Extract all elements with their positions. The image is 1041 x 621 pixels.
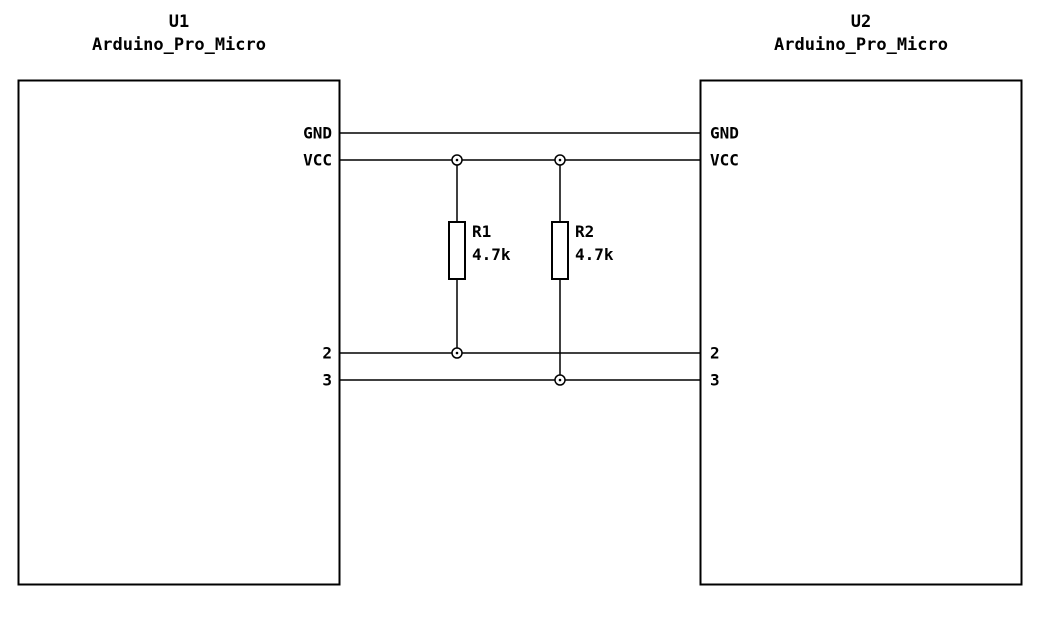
resistor-r2-ref: R2 [575,222,594,241]
resistor-r1-value: 4.7k [472,245,511,264]
u1-pin-label-vcc: VCC [303,151,332,170]
u2-pin-label-3: 3 [710,371,720,390]
resistor-r1-body [448,221,466,280]
u1-pin-label-2: 2 [322,344,332,363]
component-u2-body [699,79,1023,586]
junction-r2-pin3 [554,374,566,386]
component-u1-ref: U1 [169,12,189,32]
junction-r1-vcc [451,154,463,166]
junction-r1-pin2 [451,347,463,359]
component-u1-body [17,79,341,586]
component-u1-value: Arduino_Pro_Micro [92,35,266,55]
junction-r2-vcc [554,154,566,166]
resistor-r1-ref: R1 [472,222,491,241]
resistor-r2-value: 4.7k [575,245,614,264]
u1-pin-label-3: 3 [322,371,332,390]
component-u2-value: Arduino_Pro_Micro [774,35,948,55]
component-u2-ref: U2 [851,12,871,32]
u2-pin-label-vcc: VCC [710,151,739,170]
u2-pin-label-gnd: GND [710,124,739,143]
u2-pin-label-2: 2 [710,344,720,363]
resistor-r2-body [551,221,569,280]
u1-pin-label-gnd: GND [303,124,332,143]
